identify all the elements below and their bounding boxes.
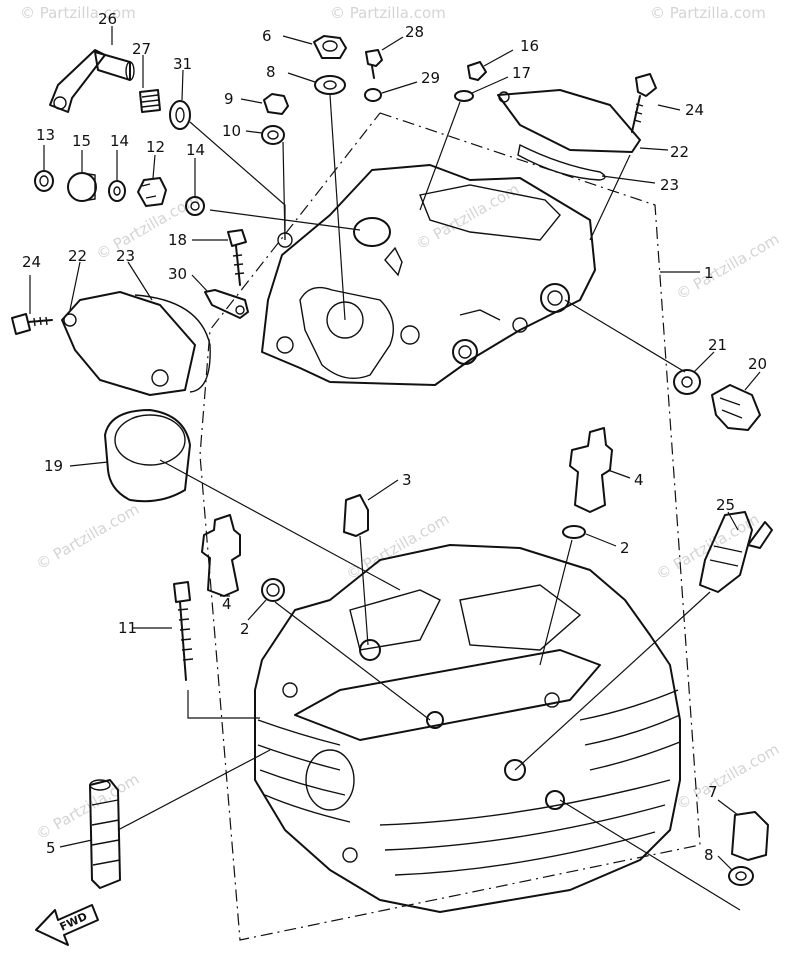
part-22-cover-left [61,291,196,396]
callout-18: 18 [168,231,187,249]
part-17-oring [454,90,474,102]
callout-24a: 24 [685,101,704,119]
watermark-text: © Partzilla.com [343,510,452,583]
part-3-cap [343,494,369,537]
callout-14a: 14 [110,132,129,150]
callout-16: 16 [520,37,539,55]
callout-3: 3 [402,471,412,489]
callout-4b: 4 [634,471,644,489]
part-8-washer-bottom [728,866,754,886]
watermark-text: © Partzilla.com [673,740,782,813]
callout-24b: 24 [22,253,41,271]
callout-29: 29 [421,69,440,87]
part-6-nut [313,35,347,59]
part-30-clip [204,289,249,319]
callout-27: 27 [132,40,151,58]
part-26-lever [49,49,135,113]
part-27-spring [139,89,161,113]
part-23-gasket-left [134,294,211,393]
fwd-arrow-icon: FWD [35,904,99,946]
callout-11: 11 [118,619,137,637]
cylinder-head-body [254,544,681,913]
part-28-bolt [365,49,383,79]
part-18-bolt [227,229,247,286]
part-11-bolt [173,581,194,681]
callout-labels: 26 27 31 13 15 14 12 14 6 8 9 10 28 29 1… [22,10,767,864]
assembly-boundary [199,112,701,941]
callout-17: 17 [512,64,531,82]
callout-8a: 8 [266,63,276,81]
part-23-gasket-top [517,143,606,181]
watermark-text: © Partzilla.com [93,190,202,263]
part-2-oring-left [261,578,285,602]
watermark-text: © Partzilla.com [330,4,446,22]
part-10-washer [261,125,285,145]
callout-15: 15 [72,132,91,150]
watermark-text: © Partzilla.com [650,4,766,22]
part-24-bolt-top [631,73,657,133]
callout-22a: 22 [670,143,689,161]
callout-25: 25 [716,496,735,514]
part-16-plug [467,61,487,81]
callout-31: 31 [173,55,192,73]
part-13-washer [34,170,54,192]
callout-8b: 8 [704,846,714,864]
part-19-joint [104,409,191,503]
part-2-oring-right [562,525,586,539]
callout-21: 21 [708,336,727,354]
part-20-plug [711,384,761,431]
leader-lines [29,26,761,911]
part-8-washer-top [314,75,346,95]
callout-1: 1 [704,264,714,282]
head-cover [261,164,596,386]
part-7-plug [731,811,769,861]
callout-2b: 2 [620,539,630,557]
part-29-washer [364,88,382,102]
part-22-cover-top [497,89,641,153]
callout-10: 10 [222,122,241,140]
callout-30: 30 [168,265,187,283]
part-14-washer-right [185,196,205,216]
watermark-text: © Partzilla.com [653,510,762,583]
callout-20: 20 [748,355,767,373]
part-12-gear [137,177,167,207]
callout-7: 7 [708,783,718,801]
callout-2a: 2 [240,620,250,638]
callout-5: 5 [46,839,56,857]
part-4-valve-guide-left [201,514,241,597]
callout-23b: 23 [116,247,135,265]
callout-28: 28 [405,23,424,41]
callout-23a: 23 [660,176,679,194]
part-15-bearing [67,172,97,202]
watermarks: © Partzilla.com © Partzilla.com © Partzi… [20,4,782,843]
callout-9: 9 [224,90,234,108]
part-9-nut [263,93,289,115]
watermark-text: © Partzilla.com [673,230,782,303]
callout-12: 12 [146,138,165,156]
callout-14b: 14 [186,141,205,159]
part-25-spark-plug [699,511,773,593]
watermark-text: © Partzilla.com [33,770,142,843]
part-24-bolt-left [11,313,53,335]
callout-22b: 22 [68,247,87,265]
part-5-dowel [89,779,121,889]
part-4-valve-guide-right [569,427,613,513]
part-21-gasket [673,369,701,395]
watermark-text: © Partzilla.com [20,4,136,22]
callout-4a: 4 [222,595,232,613]
part-31-oil-seal [169,100,191,130]
watermark-text: © Partzilla.com [33,500,142,573]
callout-19: 19 [44,457,63,475]
callout-26: 26 [98,10,117,28]
part-14-washer-left [108,180,126,202]
callout-6: 6 [262,27,272,45]
callout-13: 13 [36,126,55,144]
